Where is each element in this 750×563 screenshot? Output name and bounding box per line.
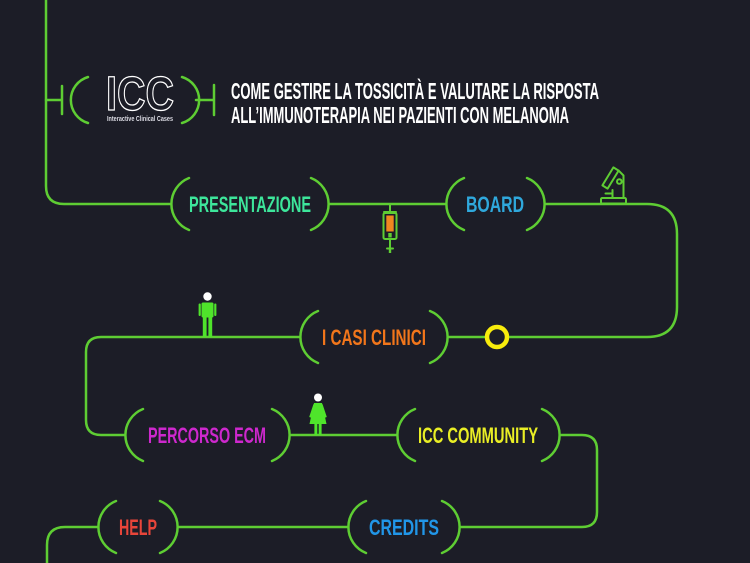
bracket-left-icon (299, 309, 320, 365)
spine-line (44, 0, 172, 206)
line-casi-to-percorso (84, 335, 301, 437)
menu-label-help[interactable]: HELP (119, 515, 157, 540)
yellow-ring-marker (484, 324, 510, 350)
menu-item-help[interactable]: HELP (97, 499, 179, 555)
menu-item-casi-clinici[interactable]: I CASI CLINICI (299, 309, 449, 365)
menu-item-icc-community[interactable]: ICC COMMUNITY (396, 407, 561, 463)
menu-item-credits[interactable]: CREDITS (347, 499, 461, 555)
menu-label-percorso-ecm[interactable]: PERCORSO ECM (148, 423, 266, 448)
male-person-icon (198, 292, 217, 337)
bracket-left-icon (445, 176, 466, 232)
menu-label-casi-clinici[interactable]: I CASI CLINICI (322, 325, 426, 350)
bracket-right-icon (440, 499, 461, 555)
bracket-left-icon (97, 499, 118, 555)
bracket-right-icon (158, 499, 179, 555)
logo-bracket-left (69, 75, 90, 125)
icc-logo[interactable]: ICC Interactive Clinical Cases (69, 67, 201, 125)
menu-item-percorso-ecm[interactable]: PERCORSO ECM (124, 407, 291, 463)
microscope-icon (600, 166, 627, 205)
bracket-right-icon (270, 407, 291, 463)
page-title-line1: COME GESTIRE LA TOSSICITÀ E VALUTARE LA … (231, 77, 599, 104)
line-community-to-credits (459, 433, 599, 529)
menu-item-presentazione[interactable]: PRESENTAZIONE (170, 176, 330, 232)
syringe-fluid (386, 215, 394, 232)
logo-brackets (69, 75, 201, 125)
bracket-left-icon (396, 407, 417, 463)
bracket-left-icon (124, 407, 145, 463)
menu-label-credits[interactable]: CREDITS (369, 515, 439, 540)
female-person-icon (309, 393, 327, 435)
logo-subtitle: Interactive Clinical Cases (107, 114, 173, 123)
page-title-line2: ALL’IMMUNOTERAPIA NEI PAZIENTI CON MELAN… (231, 102, 569, 128)
bracket-right-icon (525, 176, 546, 232)
line-board-to-casi (447, 202, 679, 339)
syringe-icon (382, 204, 398, 253)
line-help-bottom-drop (45, 525, 99, 563)
bracket-right-icon (540, 407, 561, 463)
logo-bracket-right (180, 75, 201, 125)
flow-lines (44, 0, 679, 563)
menu-label-icc-community[interactable]: ICC COMMUNITY (418, 423, 538, 448)
menu-item-board[interactable]: BOARD (445, 176, 546, 232)
menu-label-board[interactable]: BOARD (466, 192, 524, 217)
bracket-right-icon (428, 309, 449, 365)
menu-label-presentazione[interactable]: PRESENTAZIONE (189, 192, 311, 217)
bracket-left-icon (347, 499, 368, 555)
bracket-left-icon (170, 176, 191, 232)
logo-acronym: ICC (106, 68, 174, 121)
bracket-right-icon (309, 176, 330, 232)
